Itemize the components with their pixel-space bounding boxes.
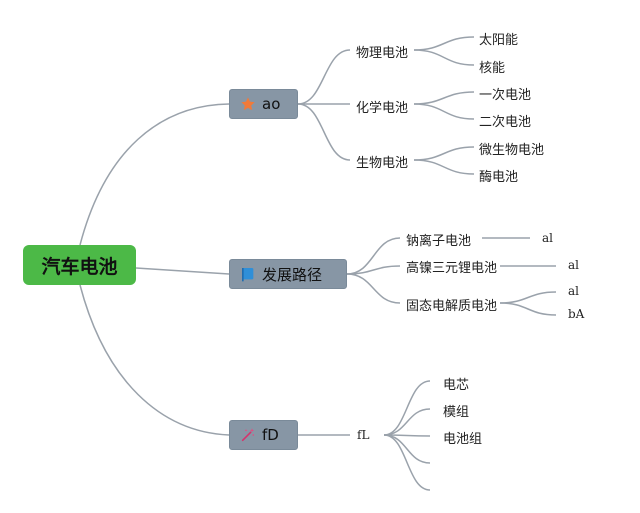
leaf-node-1-1-0[interactable]: al xyxy=(568,258,579,272)
sub-label: 高镍三元锂电池 xyxy=(406,261,498,276)
leaf-node-0-2-1[interactable]: 酶电池 xyxy=(479,166,518,185)
leaf-node-2-0-1[interactable]: 模组 xyxy=(443,401,469,420)
sub-node-1-1[interactable]: 高镍三元锂电池 xyxy=(406,257,497,276)
edge-branch1-sub2 xyxy=(346,273,401,304)
edge-b2-sub0-leaf3 xyxy=(383,434,431,464)
sub-label: 固态电解质电池 xyxy=(406,299,498,314)
sub-node-0-1[interactable]: 化学电池 xyxy=(356,97,408,116)
leaf-node-0-1-0[interactable]: 一次电池 xyxy=(479,84,531,103)
leaf-node-1-2-0[interactable]: al xyxy=(568,284,579,298)
branch-label-0: ao xyxy=(262,95,281,113)
leaf-label: 电芯 xyxy=(443,378,470,393)
sub-label: 钠离子电池 xyxy=(406,234,472,249)
edge-b2-sub0-leaf0 xyxy=(383,380,431,436)
edge-b1-sub2-leaf1 xyxy=(499,302,557,316)
leaf-label: 一次电池 xyxy=(479,88,532,103)
branch-label-1: 发展路径 xyxy=(262,265,323,284)
edge-b2-sub0-leaf4 xyxy=(383,434,431,491)
flag-icon xyxy=(240,266,256,282)
sub-node-1-2[interactable]: 固态电解质电池 xyxy=(406,295,497,314)
edge-branch0-sub2 xyxy=(297,103,351,161)
leaf-label: bA xyxy=(568,307,585,321)
edge-branch1-sub1 xyxy=(346,265,401,275)
leaf-node-0-0-0[interactable]: 太阳能 xyxy=(479,29,518,48)
leaf-label: 微生物电池 xyxy=(479,143,545,158)
edge-root-branch-0 xyxy=(79,103,230,246)
sub-node-1-0[interactable]: 钠离子电池 xyxy=(406,230,471,249)
sub-label: 化学电池 xyxy=(356,101,409,116)
leaf-label: al xyxy=(542,231,553,245)
sub-node-0-2[interactable]: 生物电池 xyxy=(356,152,408,171)
leaf-node-2-0-0[interactable]: 电芯 xyxy=(443,374,469,393)
edge-b0-sub1-leaf0 xyxy=(413,91,475,105)
branch-label-2: fD xyxy=(262,426,279,444)
leaf-node-1-2-1[interactable]: bA xyxy=(568,307,584,321)
leaf-label: 太阳能 xyxy=(479,33,519,48)
root-label: 汽车电池 xyxy=(41,255,118,278)
edge-root-branch-1 xyxy=(135,267,230,275)
branch-node-0[interactable]: ao xyxy=(229,89,298,119)
leaf-label: 二次电池 xyxy=(479,115,532,130)
edge-b0-sub0-leaf0 xyxy=(413,36,475,51)
edge-b0-sub2-leaf0 xyxy=(413,146,475,161)
leaf-node-0-1-1[interactable]: 二次电池 xyxy=(479,111,531,130)
edge-b0-sub1-leaf1 xyxy=(413,103,475,120)
root-node[interactable]: 汽车电池 xyxy=(23,245,136,285)
edge-b0-sub0-leaf1 xyxy=(413,49,475,66)
leaf-label: al xyxy=(568,284,579,298)
sub-label: 物理电池 xyxy=(356,46,409,61)
edge-b1-sub2-leaf0 xyxy=(499,291,557,304)
edge-branch0-sub0 xyxy=(297,49,351,105)
branch-node-1[interactable]: 发展路径 xyxy=(229,259,347,289)
sub-label: fL xyxy=(357,428,370,442)
leaf-label: al xyxy=(568,258,579,272)
leaf-node-0-2-0[interactable]: 微生物电池 xyxy=(479,139,544,158)
sub-label: 生物电池 xyxy=(356,156,409,171)
leaf-node-1-0-0[interactable]: al xyxy=(542,231,553,245)
leaf-label: 核能 xyxy=(479,61,506,76)
edge-b0-sub2-leaf1 xyxy=(413,159,475,175)
sub-node-0-0[interactable]: 物理电池 xyxy=(356,42,408,61)
branch-node-2[interactable]: fD xyxy=(229,420,298,450)
star-icon xyxy=(240,96,256,112)
leaf-label: 酶电池 xyxy=(479,170,519,185)
leaf-node-0-0-1[interactable]: 核能 xyxy=(479,57,505,76)
edge-root-branch-2 xyxy=(79,284,230,436)
leaf-label: 电池组 xyxy=(443,432,483,447)
edge-branch1-sub0 xyxy=(346,237,401,275)
sub-node-2-0[interactable]: fL xyxy=(357,428,369,442)
edge-b2-sub0-leaf1 xyxy=(383,408,431,436)
magic-wand-icon xyxy=(240,427,256,443)
leaf-node-2-0-2[interactable]: 电池组 xyxy=(443,428,482,447)
leaf-label: 模组 xyxy=(443,405,470,420)
